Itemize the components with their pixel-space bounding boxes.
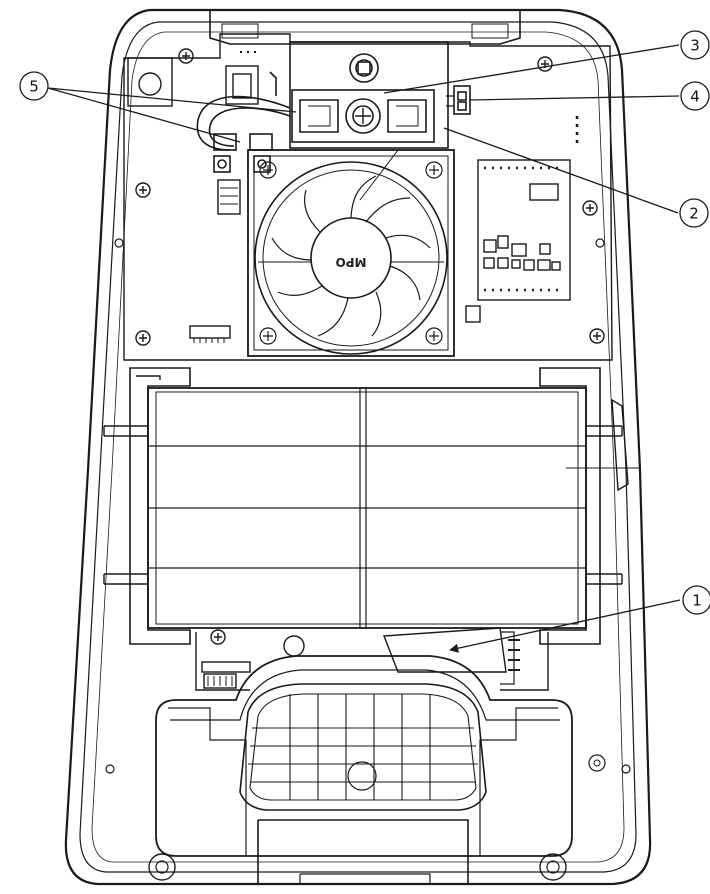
fan-label: MPO <box>336 255 367 269</box>
side-hole <box>621 764 631 774</box>
top-tab <box>209 10 521 45</box>
callout-3: 3 <box>680 30 710 60</box>
grille-outer <box>155 655 573 857</box>
upper-module <box>289 41 471 149</box>
wire-clip <box>249 133 273 151</box>
ic-pins <box>193 338 225 343</box>
lower-board <box>195 627 549 691</box>
leader-lines <box>47 44 681 653</box>
callout-2: 2 <box>679 198 709 228</box>
info-label-card <box>383 627 507 673</box>
grille-center-boss <box>347 761 377 791</box>
jumper <box>465 305 481 323</box>
leader-4 <box>469 95 680 101</box>
battery-pack <box>103 367 640 645</box>
mount-boss-left-inner <box>155 860 169 874</box>
lower-connector <box>201 661 251 673</box>
ic-chip <box>189 325 231 339</box>
screw-icon <box>537 56 553 72</box>
screw-icon <box>135 330 151 346</box>
housing <box>64 8 652 886</box>
fan-frame <box>247 149 455 357</box>
callout-1: 1 <box>682 585 710 615</box>
terminal-screw <box>138 72 162 96</box>
top-tab-slot-right <box>471 23 509 39</box>
wire-harness <box>196 71 291 173</box>
connector-top <box>225 65 259 105</box>
svg-text:1: 1 <box>692 592 702 610</box>
callout-5: 5 <box>19 71 49 101</box>
svg-text:3: 3 <box>690 37 700 55</box>
housing-inner-2 <box>91 31 625 863</box>
battery-clamp-right <box>539 367 601 645</box>
wire-clip <box>213 133 237 151</box>
center-sensor <box>345 98 381 134</box>
mount-boss-left <box>148 853 176 881</box>
battery-rows <box>148 445 586 569</box>
component-stack <box>217 179 241 215</box>
screw-icon <box>582 200 598 216</box>
side-hole <box>105 764 115 774</box>
fan-frame-inner <box>253 155 449 351</box>
main-board <box>123 33 613 361</box>
screw-icon <box>178 48 194 64</box>
side-hole <box>595 238 605 248</box>
grille-opening <box>239 683 487 811</box>
control-board <box>477 159 571 301</box>
side-cutout-right <box>479 707 558 856</box>
terminal-block <box>127 57 173 107</box>
handle-slot <box>257 819 469 884</box>
housing-outer <box>64 8 652 886</box>
battery-clamp-left <box>129 367 191 645</box>
screw-icon <box>589 328 605 344</box>
connector-top-inner <box>232 73 252 99</box>
module-knob <box>349 53 379 83</box>
screw-icon <box>135 182 151 198</box>
top-tab-slot-left <box>221 23 259 39</box>
cooling-fan <box>247 149 455 357</box>
leader-1 <box>449 599 681 653</box>
side-latch <box>611 398 629 492</box>
mount-boss-right-inner <box>546 860 560 874</box>
leader-5b <box>47 87 241 143</box>
leader-5a <box>47 87 297 113</box>
side-hole <box>114 238 124 248</box>
lower-knob <box>283 635 305 657</box>
screw-icon <box>210 629 226 645</box>
callouts: 1 2 3 4 5 <box>19 30 710 615</box>
svg-text:5: 5 <box>29 78 39 96</box>
side-cutout-left <box>168 707 247 856</box>
svg-text:4: 4 <box>690 88 700 106</box>
bottom-right-knob <box>588 754 606 772</box>
svg-text:2: 2 <box>689 205 699 223</box>
bottom-grille <box>155 655 606 884</box>
fan-shroud <box>254 161 448 355</box>
control-board-outline <box>477 159 571 301</box>
pcb-outline <box>123 33 613 361</box>
mount-boss-right <box>539 853 567 881</box>
leader-3 <box>383 44 680 94</box>
fan-blades <box>271 175 431 337</box>
callout-4: 4 <box>680 81 710 111</box>
fan-screw-icon <box>259 161 443 345</box>
wire-clip <box>213 155 231 173</box>
grille-ribs <box>248 694 478 800</box>
leader-2 <box>443 127 679 214</box>
module-bracket <box>291 89 435 143</box>
module-housing <box>289 41 449 149</box>
